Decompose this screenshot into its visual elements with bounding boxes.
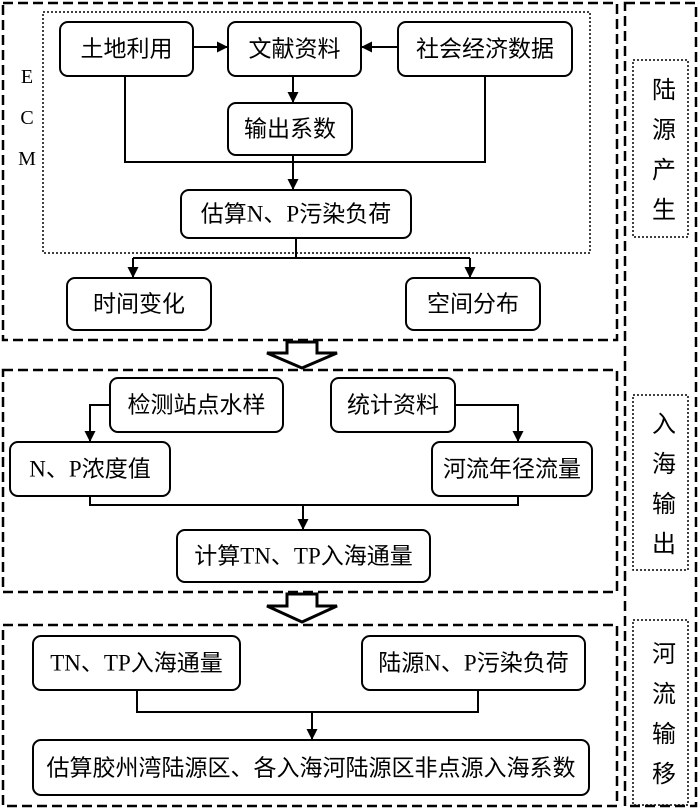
box-export-coeff: 输出系数 (227, 102, 353, 156)
box-spatial-frame (405, 277, 541, 331)
box-estimate-load-frame (180, 189, 412, 239)
runoff-label: 河流年径流量 (443, 457, 581, 482)
estimate-coeff-label: 估算胶州湾陆源区、各入海河陆源区非点源入海系数 (47, 756, 576, 781)
box-export-coeff-frame (227, 102, 353, 156)
side-column-frame (623, 1, 698, 808)
box-temporal-frame (66, 277, 212, 331)
side-label-transport: 河流输移 (647, 640, 674, 801)
ecm-label-wrap: ECM (14, 66, 40, 189)
statistics-label: 统计资料 (347, 393, 439, 418)
side-label-output: 入海输出 (647, 410, 674, 571)
stage3-frame (1, 623, 619, 808)
literature-label: 文献资料 (249, 37, 341, 62)
box-monitoring: 检测站点水样 (109, 377, 284, 433)
temporal-label: 时间变化 (93, 292, 185, 317)
box-runoff: 河流年径流量 (431, 441, 593, 497)
box-statistics: 统计资料 (330, 377, 456, 433)
np-conc-label: N、P浓度值 (29, 457, 150, 482)
estimate-load-label: 估算N、P污染负荷 (201, 202, 391, 227)
side-label-generation-wrap: 陆源产生 (633, 68, 688, 245)
stage-transition-arrow-2 (266, 592, 338, 624)
arrow-monitoring-to-conc (84, 404, 110, 442)
box-estimate-load: 估算N、P污染负荷 (180, 189, 412, 239)
box-np-conc-frame (9, 441, 171, 497)
side-label-transport-wrap: 河流输移 (633, 628, 688, 810)
box-runoff-frame (431, 441, 593, 497)
box-flux-frame (32, 635, 241, 691)
side-label-generation: 陆源产生 (647, 76, 674, 237)
side-label-output-wrap: 入海输出 (633, 403, 688, 578)
stage-transition-arrow-1 (266, 340, 338, 370)
merge-line-stage2 (89, 496, 519, 506)
box-socioeconomic-frame (397, 21, 573, 77)
box-land-load: 陆源N、P污染负荷 (361, 635, 586, 691)
side-box-output (632, 394, 689, 571)
export-coeff-label: 输出系数 (244, 117, 336, 142)
box-estimate-coeff-frame (32, 739, 590, 796)
land-use-label: 土地利用 (81, 37, 173, 62)
box-land-use: 土地利用 (59, 21, 194, 77)
spatial-label: 空间分布 (427, 292, 519, 317)
arrow-statistics-to-runoff (455, 404, 524, 442)
box-land-use-frame (59, 21, 194, 77)
box-literature: 文献资料 (227, 21, 362, 77)
stage2-frame (1, 368, 619, 594)
flux-calc-label: 计算TN、TP入海通量 (194, 544, 413, 569)
box-literature-frame (227, 21, 362, 77)
merge-line-stage1 (124, 76, 486, 163)
flux-label: TN、TP入海通量 (50, 651, 223, 676)
box-flux: TN、TP入海通量 (32, 635, 241, 691)
ecm-label: ECM (16, 65, 38, 189)
box-flux-calc: 计算TN、TP入海通量 (176, 529, 431, 583)
ecm-frame (42, 11, 591, 254)
box-statistics-frame (330, 377, 456, 433)
box-monitoring-frame (109, 377, 284, 433)
box-temporal: 时间变化 (66, 277, 212, 331)
box-socioeconomic: 社会经济数据 (397, 21, 573, 77)
box-np-conc: N、P浓度值 (9, 441, 171, 497)
box-spatial: 空间分布 (405, 277, 541, 331)
box-estimate-coeff: 估算胶州湾陆源区、各入海河陆源区非点源入海系数 (32, 739, 590, 796)
box-land-load-frame (361, 635, 586, 691)
merge-line-stage3 (136, 690, 479, 713)
monitoring-label: 检测站点水样 (128, 393, 266, 418)
socioeconomic-label: 社会经济数据 (416, 37, 554, 62)
land-load-label: 陆源N、P污染负荷 (378, 651, 568, 676)
stage1-frame (1, 1, 619, 342)
box-flux-calc-frame (176, 529, 431, 583)
